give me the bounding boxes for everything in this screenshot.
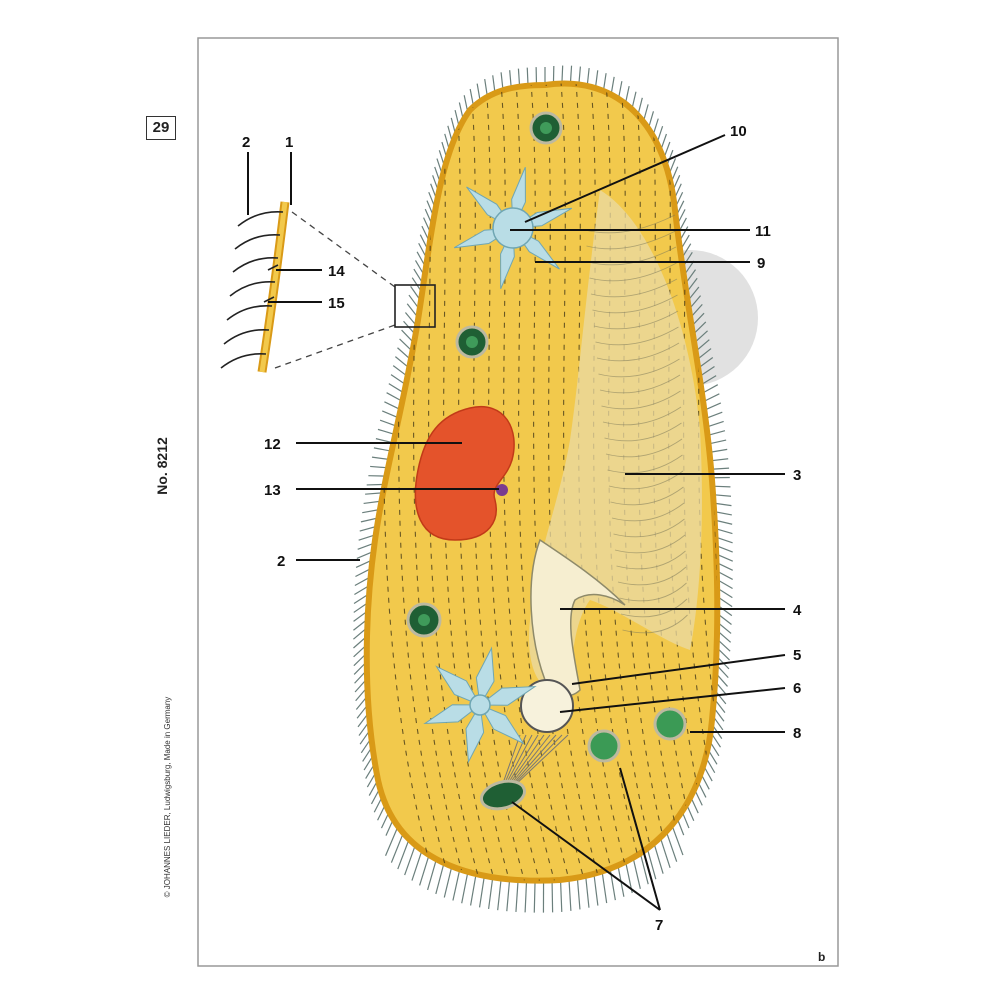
label-9: 9 — [757, 255, 765, 272]
label-2: 2 — [277, 553, 285, 570]
food-vacuole-1 — [531, 113, 561, 143]
label-2-inset: 2 — [242, 134, 250, 151]
plate-letter: b — [818, 950, 825, 964]
copyright-notice: © JOHANNES LIEDER, Ludwigsburg, Made in … — [163, 597, 177, 997]
food-vacuole-3 — [408, 604, 440, 636]
label-4: 4 — [793, 602, 802, 619]
label-7: 7 — [655, 917, 663, 934]
label-3: 3 — [793, 467, 801, 484]
food-vacuole-4 — [589, 731, 619, 761]
label-5: 5 — [793, 647, 801, 664]
label-10: 10 — [730, 123, 747, 140]
plate-number: 29 — [146, 116, 176, 140]
label-15: 15 — [328, 295, 345, 312]
label-14: 14 — [328, 263, 345, 280]
label-11: 11 — [755, 223, 771, 240]
label-8: 8 — [793, 725, 801, 742]
label-12: 12 — [264, 436, 281, 453]
label-13: 13 — [264, 482, 281, 499]
catalog-number: No. 8212 — [154, 396, 174, 536]
food-vacuole-2 — [457, 327, 487, 357]
food-vacuole-5 — [655, 709, 685, 739]
label-6: 6 — [793, 680, 801, 697]
pellicle-inset — [221, 202, 435, 372]
label-1: 1 — [285, 134, 293, 151]
